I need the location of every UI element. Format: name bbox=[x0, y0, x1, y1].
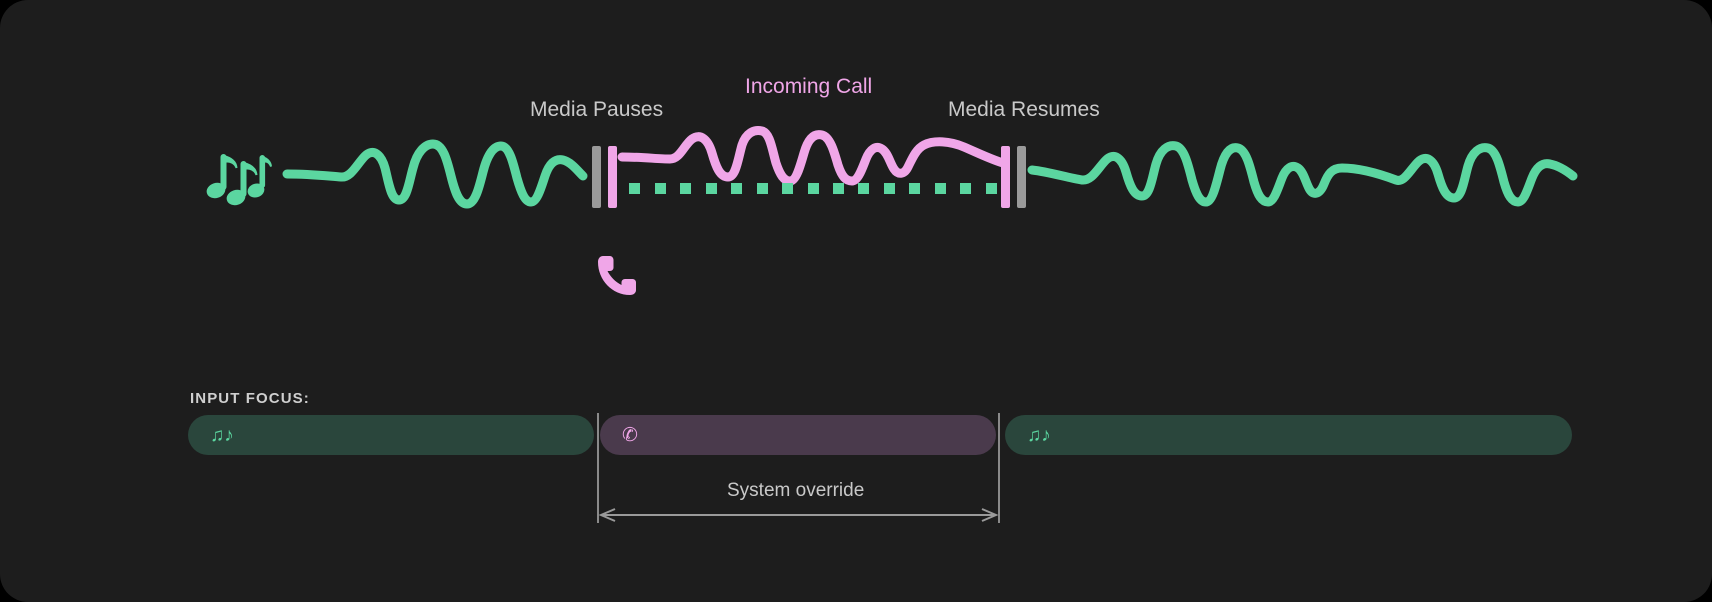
override-guide-left bbox=[597, 413, 599, 523]
waveform-media-after bbox=[1027, 128, 1578, 228]
label-media-pauses: Media Pauses bbox=[530, 98, 664, 121]
paused-track-dot bbox=[731, 183, 743, 194]
paused-track-dot bbox=[858, 183, 870, 194]
override-guide-right bbox=[998, 413, 1000, 523]
phone-handset-icon: ✆ bbox=[622, 424, 638, 446]
focus-segment-call[interactable]: ✆ bbox=[600, 415, 996, 455]
marker-pause-gray bbox=[592, 146, 601, 208]
paused-track-dot bbox=[883, 183, 895, 194]
music-notes-icon bbox=[205, 150, 275, 210]
music-notes-icon: ♫♪ bbox=[210, 424, 234, 446]
label-incoming-call: Incoming Call bbox=[745, 75, 873, 98]
waveform-incoming-call bbox=[617, 125, 1008, 205]
paused-track-dot bbox=[756, 183, 768, 194]
paused-track-dot bbox=[960, 183, 972, 194]
paused-track-dot bbox=[680, 183, 692, 194]
marker-resume-pink bbox=[1001, 146, 1010, 208]
marker-resume-gray bbox=[1017, 146, 1026, 208]
waveform-media-before bbox=[282, 130, 588, 225]
paused-track-dot bbox=[832, 183, 844, 194]
phone-handset-icon bbox=[594, 252, 644, 300]
input-focus-title: INPUT FOCUS: bbox=[190, 390, 310, 407]
paused-track-dot bbox=[629, 183, 641, 194]
paused-track-dot bbox=[782, 183, 794, 194]
paused-track-dot bbox=[654, 183, 666, 194]
paused-track-dot bbox=[934, 183, 946, 194]
override-label: System override bbox=[727, 480, 865, 501]
music-notes-icon: ♫♪ bbox=[1027, 424, 1051, 446]
label-media-resumes: Media Resumes bbox=[948, 98, 1100, 121]
focus-segment-media-after[interactable]: ♫♪ bbox=[1005, 415, 1572, 455]
paused-track-dot bbox=[909, 183, 921, 194]
focus-segment-media-before[interactable]: ♫♪ bbox=[188, 415, 594, 455]
override-span-arrow bbox=[597, 505, 1000, 525]
paused-track-dot bbox=[705, 183, 717, 194]
paused-track-dot bbox=[985, 183, 997, 194]
paused-media-dotted-track bbox=[622, 183, 1004, 197]
paused-track-dot bbox=[807, 183, 819, 194]
marker-pause-pink bbox=[608, 146, 617, 208]
